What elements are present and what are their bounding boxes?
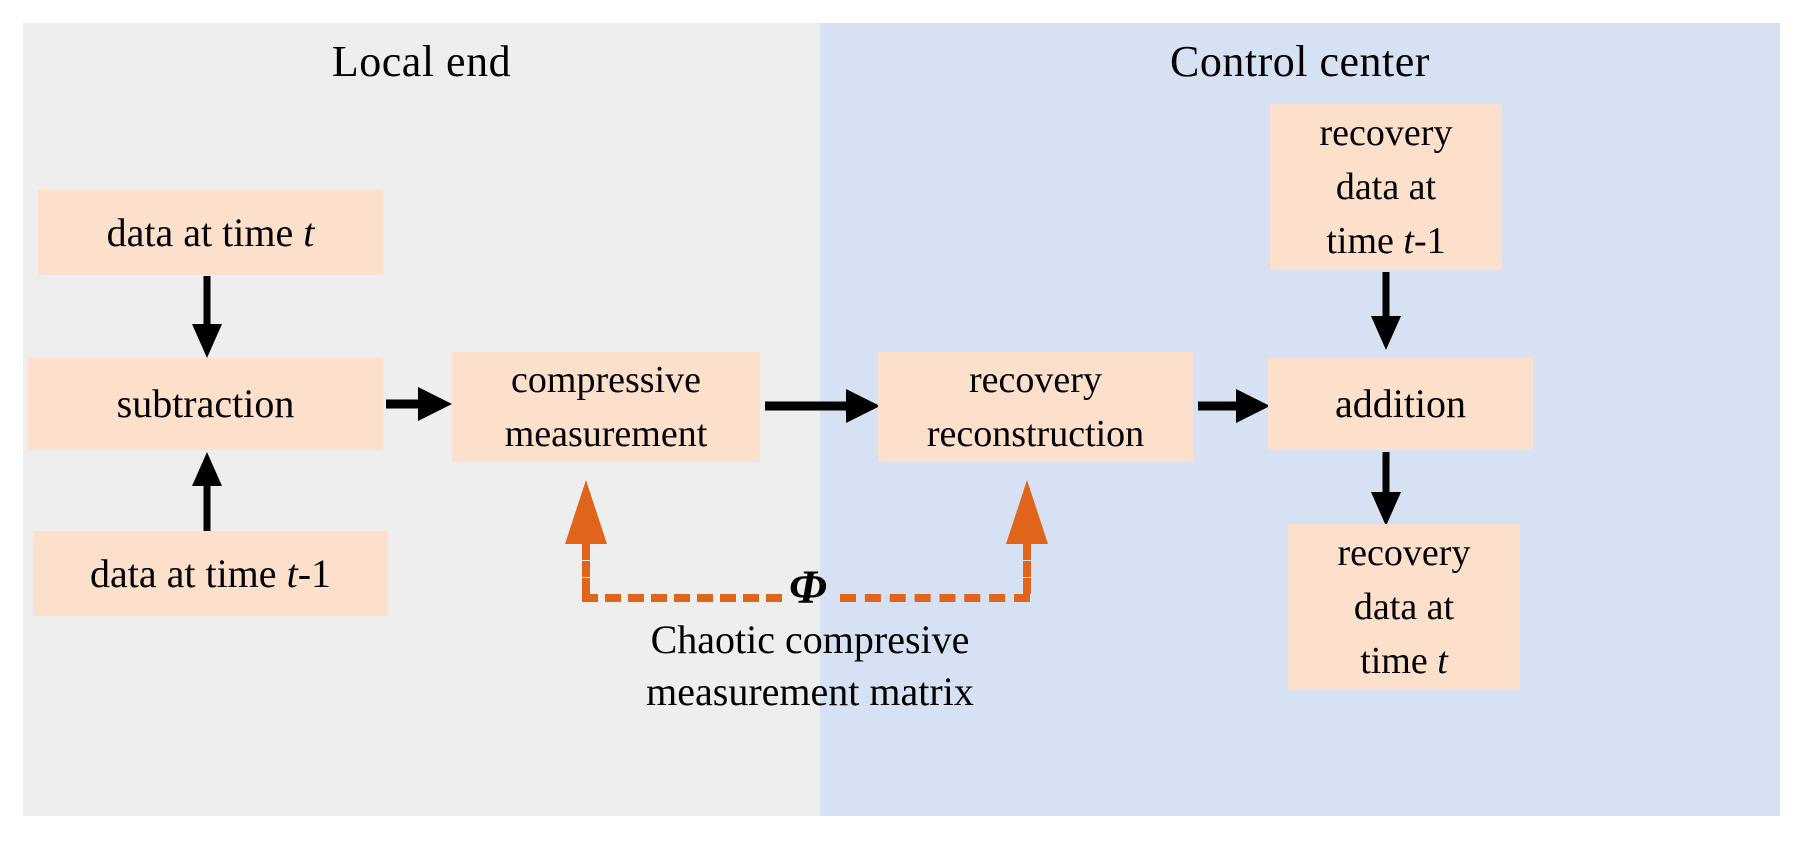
arrow-subtraction-to-compressive	[386, 386, 452, 422]
arrow-shaft	[386, 399, 426, 409]
arrow-data-t-minus-1-to-subtraction	[191, 452, 223, 532]
panel-control-center-title: Control center	[1170, 37, 1430, 86]
arrow-addition-to-recovery-data-t	[1370, 452, 1402, 526]
box-recovery-data-t-minus-1-line1: recovery	[1319, 112, 1453, 154]
box-recovery-data-t-line3-prefix: time	[1360, 640, 1438, 682]
arrow-head	[1236, 389, 1270, 423]
box-data-at-time-t-minus-1-suffix: -1	[297, 550, 332, 596]
box-data-at-time-t-minus-1-variable: t	[286, 550, 298, 596]
arrow-head	[192, 452, 222, 486]
arrow-shaft	[765, 401, 853, 411]
box-addition-label: addition	[1334, 381, 1467, 426]
dashed-line-horizontal-left	[582, 594, 782, 602]
arrow-data-t-to-subtraction	[191, 276, 223, 358]
arrow-recovery-t-minus-1-to-addition	[1370, 272, 1402, 350]
arrow-recovery-to-addition	[1198, 388, 1270, 424]
box-addition[interactable]: addition	[1268, 358, 1533, 450]
dashed-path-caption-line2: measurement matrix	[646, 669, 974, 714]
arrow-head	[192, 324, 222, 358]
box-compressive-measurement-line2: measurement	[504, 413, 708, 455]
panel-local-end-title: Local end	[331, 37, 512, 86]
dashed-arrow-head-to-recovery	[1006, 480, 1048, 544]
box-recovery-data-t-minus-1-line3-suffix: -1	[1413, 220, 1446, 262]
arrow-shaft	[203, 484, 211, 532]
arrow-shaft	[203, 276, 211, 326]
box-recovery-reconstruction[interactable]: recovery reconstruction	[878, 352, 1193, 462]
box-recovery-data-t-variable: t	[1437, 640, 1448, 682]
dashed-path-caption: Chaotic compresive measurement matrix	[560, 614, 1060, 718]
dashed-line-vertical-left	[582, 544, 590, 594]
box-data-at-time-t-label: data at time	[106, 209, 304, 255]
box-subtraction[interactable]: subtraction	[28, 358, 383, 450]
box-recovery-reconstruction-line2: reconstruction	[926, 413, 1145, 455]
box-recovery-reconstruction-line1: recovery	[969, 359, 1102, 401]
arrow-head	[1371, 316, 1401, 350]
dashed-line-vertical-right	[1023, 544, 1031, 594]
box-subtraction-label: subtraction	[116, 381, 295, 426]
dashed-path-caption-line1: Chaotic compresive	[650, 617, 970, 662]
box-data-at-time-t-minus-1[interactable]: data at time t-1	[33, 531, 388, 616]
box-recovery-data-t-minus-1-variable: t	[1403, 220, 1414, 262]
arrow-compressive-to-recovery	[765, 388, 880, 424]
dashed-arrow-head-to-compressive	[565, 480, 607, 544]
box-compressive-measurement[interactable]: compressive measurement	[452, 352, 760, 462]
box-recovery-data-t-line2: data at	[1353, 586, 1455, 628]
arrow-head	[418, 387, 452, 421]
box-data-at-time-t-variable: t	[303, 209, 315, 255]
box-recovery-data-t-minus-1-line2: data at	[1335, 166, 1437, 208]
arrow-head	[1371, 492, 1401, 526]
dashed-line-horizontal-right	[840, 594, 1030, 602]
box-recovery-data-at-time-t-minus-1[interactable]: recovery data at time t-1	[1270, 104, 1502, 270]
phi-symbol-label: Φ	[789, 561, 827, 614]
box-recovery-data-at-time-t[interactable]: recovery data at time t	[1288, 524, 1520, 690]
box-data-at-time-t-minus-1-label: data at time	[89, 550, 287, 596]
arrow-head	[846, 389, 880, 423]
arrow-shaft	[1382, 452, 1390, 494]
arrow-shaft	[1382, 272, 1390, 318]
box-recovery-data-t-minus-1-line3-prefix: time	[1326, 220, 1404, 262]
box-recovery-data-t-line1: recovery	[1337, 532, 1471, 574]
box-data-at-time-t[interactable]: data at time t	[38, 190, 383, 275]
arrow-shaft	[1198, 401, 1242, 411]
box-compressive-measurement-line1: compressive	[511, 359, 701, 401]
